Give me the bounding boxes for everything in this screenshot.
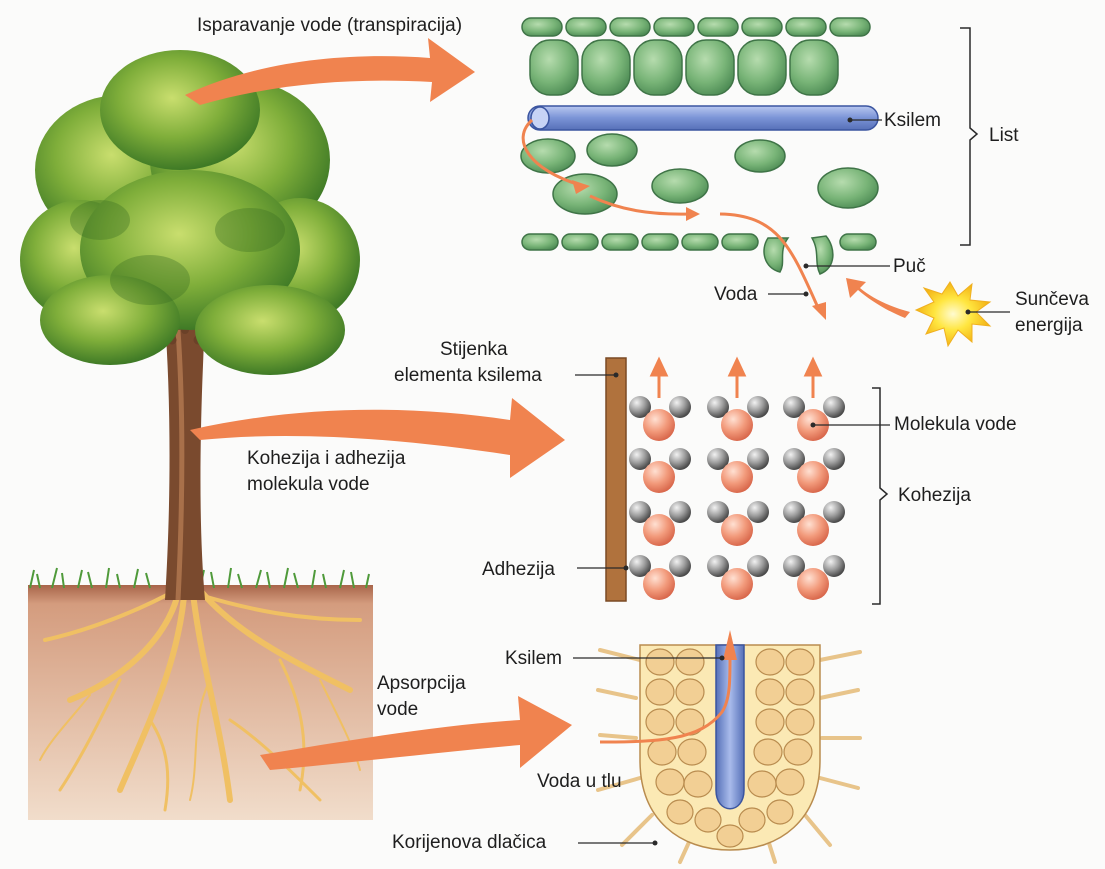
label-leaf-xylem: Ksilem — [884, 109, 941, 132]
label-xylem-wall-line2: elementa ksilema — [394, 364, 542, 387]
trunk — [165, 320, 205, 600]
leaf-bracket — [960, 28, 977, 245]
label-leaf-water: Voda — [714, 283, 757, 306]
label-cohesion: Kohezija — [898, 484, 971, 507]
solar-arrow — [846, 278, 910, 318]
root-section — [598, 630, 860, 862]
label-solar-line1: Sunčeva — [1015, 288, 1089, 311]
label-transpiration: Isparavanje vode (transpiracija) — [197, 14, 462, 37]
label-solar-line2: energija — [1015, 314, 1083, 337]
leaf-xylem-vessel — [528, 106, 878, 130]
sun-burst — [916, 282, 990, 346]
label-cohesion-adhesion-line1: Kohezija i adhezija — [247, 447, 405, 470]
guard-cell-right — [812, 236, 833, 274]
label-root-hair: Korijenova dlačica — [392, 831, 546, 854]
cohesion-bracket — [872, 388, 887, 604]
xylem-wall-section — [606, 358, 887, 604]
label-absorption-line2: vode — [377, 698, 418, 721]
label-root-xylem: Ksilem — [505, 647, 562, 670]
label-absorption-line1: Apsorpcija — [377, 672, 466, 695]
label-leaf: List — [989, 124, 1019, 147]
foliage — [20, 50, 360, 375]
label-cohesion-adhesion-line2: molekula vode — [247, 473, 370, 496]
label-stoma: Puč — [893, 255, 926, 278]
label-water-molecule: Molekula vode — [894, 413, 1017, 436]
label-soil-water: Voda u tlu — [537, 770, 622, 793]
xylem-wall — [606, 358, 626, 601]
label-adhesion: Adhezija — [482, 558, 555, 581]
label-xylem-wall-line1: Stijenka — [440, 338, 508, 361]
